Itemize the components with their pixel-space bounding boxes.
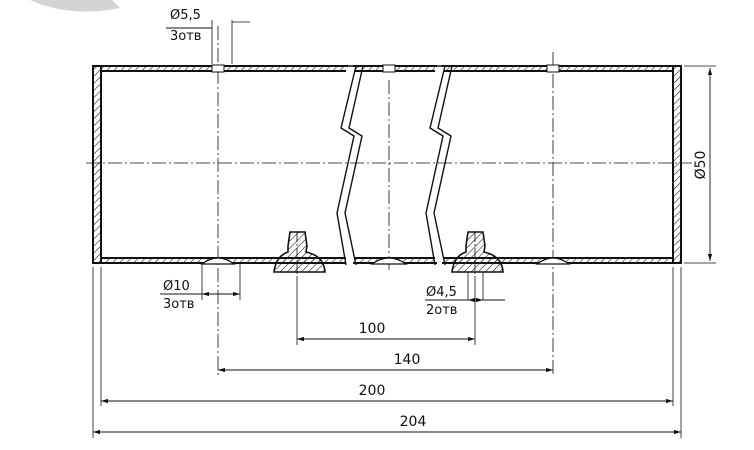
hole-bottom-right-diameter: Ø4,5 bbox=[426, 285, 457, 300]
dim-hole-spacing: 140 bbox=[394, 352, 421, 368]
hole-leaders bbox=[160, 27, 505, 303]
lug-left bbox=[273, 231, 326, 278]
hole-bottom-left-diameter: Ø10 bbox=[163, 279, 190, 294]
end-wall-right bbox=[672, 65, 682, 264]
lug-right bbox=[451, 231, 504, 278]
hole-bottom-right-count: 2отв bbox=[426, 303, 457, 318]
end-wall-left bbox=[92, 65, 102, 264]
dimension-lines bbox=[93, 68, 713, 435]
hole-top-diameter: Ø5,5 bbox=[170, 8, 201, 23]
dim-lug-spacing: 100 bbox=[359, 321, 386, 337]
center-lines bbox=[86, 26, 692, 375]
bottom-holes bbox=[200, 257, 571, 265]
dim-overall-length: 204 bbox=[400, 414, 427, 430]
corner-smudge bbox=[30, 0, 120, 12]
break-lines bbox=[336, 65, 453, 266]
dim-inner-length: 200 bbox=[359, 383, 386, 399]
hole-top-count: 3отв bbox=[170, 29, 201, 44]
dim-outer-diameter: Ø50 bbox=[693, 151, 709, 180]
extension-lines bbox=[92, 20, 716, 438]
hole-bottom-left-count: 3отв bbox=[163, 297, 194, 312]
top-holes bbox=[211, 64, 560, 73]
